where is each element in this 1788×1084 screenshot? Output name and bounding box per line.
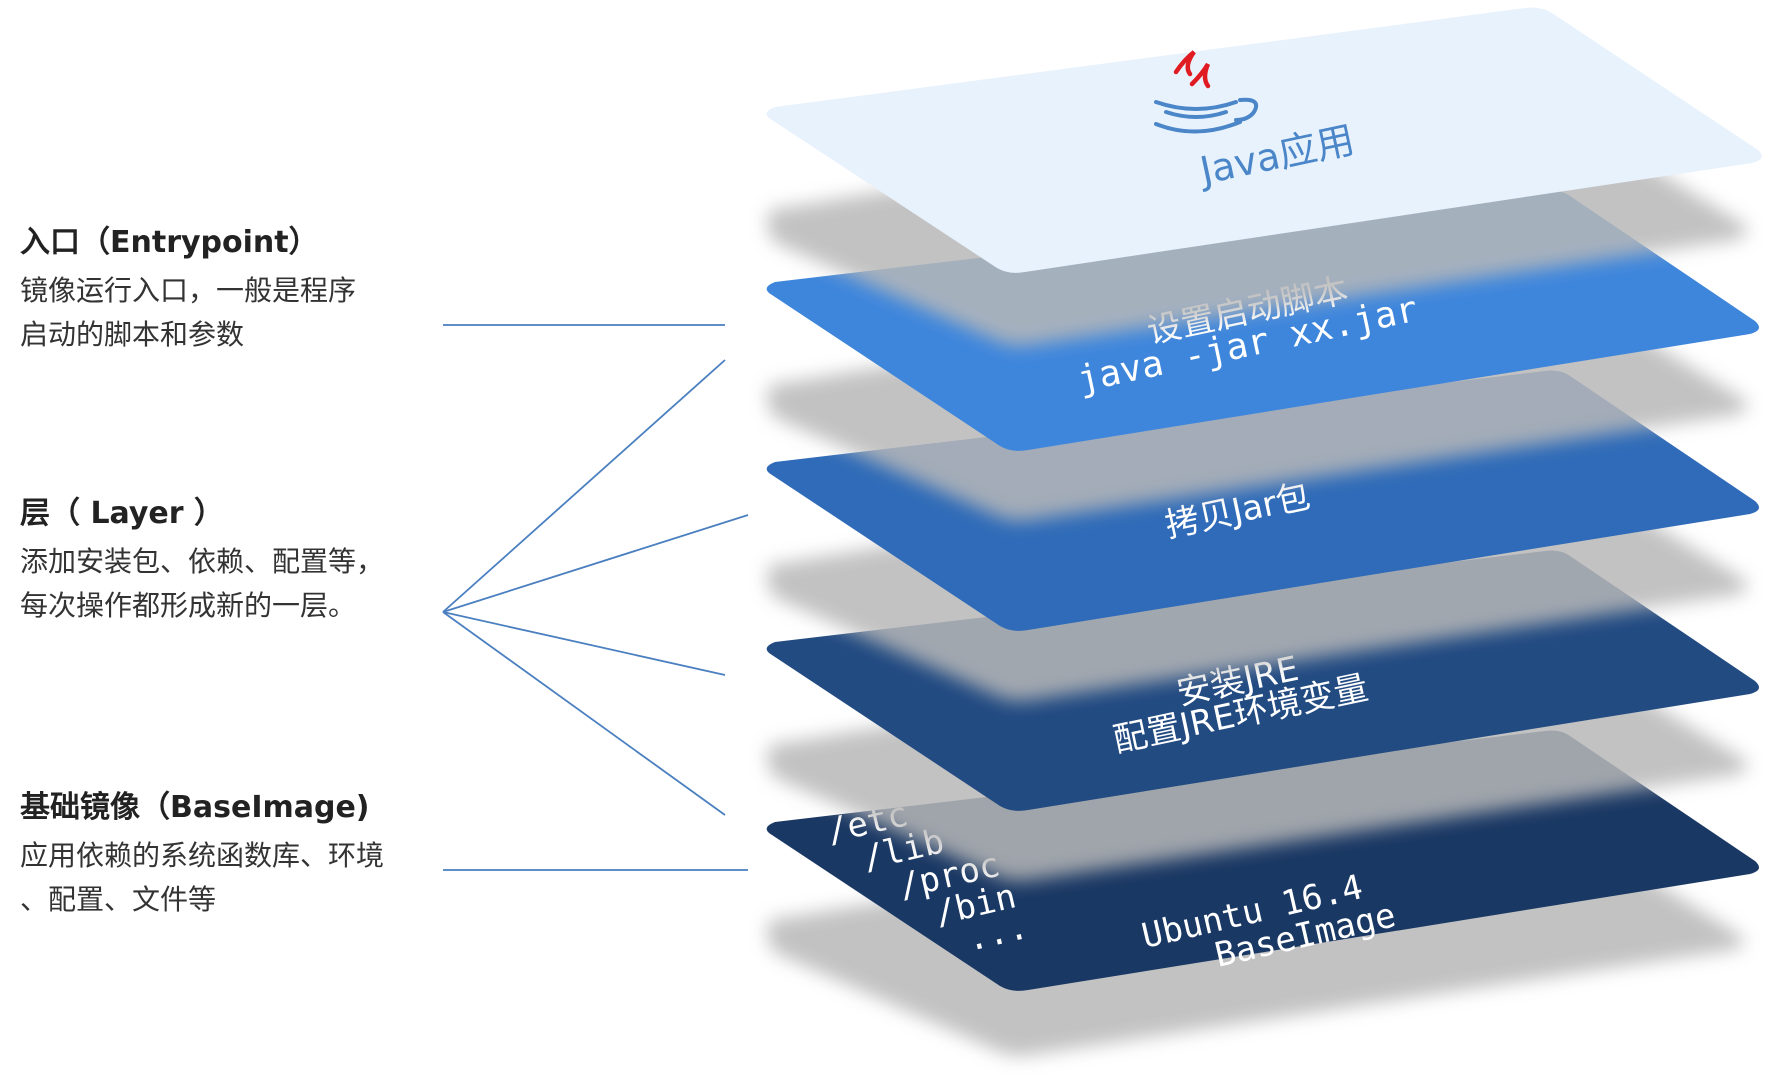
label-baseimage-title: 基础镜像（BaseImage) [20,790,370,825]
label-layer-desc: 添加安装包、依赖、配置等， 每次操作都形成新的一层。 [20,540,384,628]
label-entrypoint-desc-line1: 镜像运行入口，一般是程序 [20,274,357,307]
connector-layer-1 [442,359,726,613]
label-entrypoint: 入口（Entrypoint） 镜像运行入口，一般是程序 启动的脚本和参数 [20,223,356,357]
label-layer-title: 层（ Layer ） [20,496,225,531]
connector-lines [442,324,749,871]
label-baseimage-desc-line1: 应用依赖的系统函数库、环境 [20,839,385,872]
java-coffee-cup-icon [1154,50,1259,134]
label-baseimage: 基础镜像（BaseImage) 应用依赖的系统函数库、环境 、配置、文件等 [20,788,384,922]
label-baseimage-desc-line2: 、配置、文件等 [20,883,217,916]
label-entrypoint-title: 入口（Entrypoint） [20,225,319,260]
card-face [766,7,1762,273]
connector-layer-2 [442,514,749,613]
card-java-app: Java应用 [766,7,1762,346]
label-baseimage-desc: 应用依赖的系统函数库、环境 、配置、文件等 [20,834,384,922]
connector-layer-3 [442,611,726,676]
connector-layer-4 [442,611,726,816]
label-layer-desc-line1: 添加安装包、依赖、配置等， [20,545,385,578]
label-entrypoint-desc-line2: 启动的脚本和参数 [20,318,245,351]
label-entrypoint-desc: 镜像运行入口，一般是程序 启动的脚本和参数 [20,269,356,357]
label-layer-desc-line2: 每次操作都形成新的一层。 [20,589,357,622]
label-layer: 层（ Layer ） 添加安装包、依赖、配置等， 每次操作都形成新的一层。 [20,494,384,628]
